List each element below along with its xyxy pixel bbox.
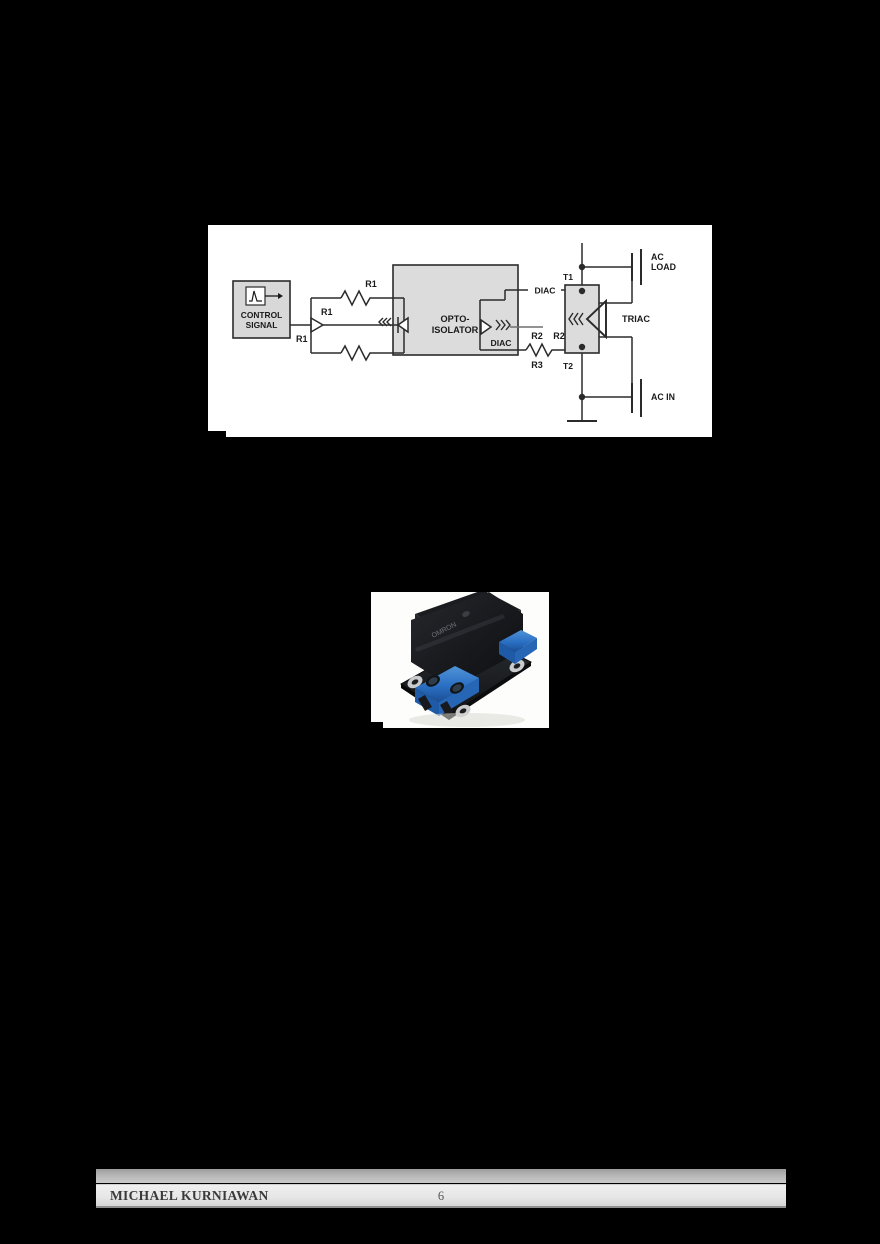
circuit-diagram-canvas: CONTROL SIGNAL R1 R1 R1 OPTO- ISOLATOR [208, 243, 712, 447]
terminal-block-front-top [415, 666, 479, 702]
opto-isolator-label-line2: ISOLATOR [432, 325, 479, 335]
label-r1-mid: R1 [321, 307, 333, 317]
pcb-edge-front [449, 662, 531, 720]
photo-diac-triangle-icon [480, 318, 493, 336]
resistor-r1-top-symbol [340, 289, 374, 307]
label-ac-in: AC IN [651, 392, 675, 402]
label-diac-lower: DIAC [490, 338, 511, 348]
photo-diac-emission-icon [495, 319, 511, 331]
figure-bottom-strip [208, 437, 712, 447]
label-ac-load-line1: AC [651, 252, 664, 262]
mounting-hole-front-bore [459, 708, 467, 714]
footer-bar [96, 1184, 786, 1208]
mounting-hole-right-bore [513, 663, 521, 669]
triac-label: TRIAC [622, 314, 650, 324]
resistor-r1-bottom-symbol [340, 344, 374, 362]
relay-highlight-streak [415, 614, 505, 652]
pulse-waveform-icon [249, 290, 262, 302]
opto-led-emission-icon [378, 317, 392, 327]
opto-led-triangle-icon [396, 316, 409, 334]
relay-body [411, 592, 523, 688]
ssr-module-photo-canvas: OMRON [371, 592, 549, 735]
label-r1-top: R1 [365, 279, 377, 289]
terminal-pin-slot-2 [440, 700, 454, 718]
ssr-module-photo: OMRON [371, 592, 549, 735]
footer-page-number: 6 [437, 1189, 445, 1203]
page-footer: MICHAEL KURNIAWAN 6 [96, 1169, 786, 1209]
opto-isolator-label-line1: OPTO- [441, 314, 470, 324]
label-t2: T2 [563, 361, 573, 371]
driver-triangle-icon [310, 316, 325, 334]
triac-block [564, 284, 600, 354]
terminal-screw-1 [428, 677, 438, 685]
figure-bottom-left-mark [208, 431, 226, 447]
opto-isolator-block [392, 264, 519, 356]
mounting-hole-left-bore [411, 679, 419, 685]
junction-dot-t2-lower [578, 393, 586, 401]
junction-dot-t2-inner [578, 343, 586, 351]
control-signal-label-line1: CONTROL [241, 310, 282, 320]
label-ac-load-line2: LOAD [651, 262, 676, 272]
signal-arrow-head [278, 293, 283, 299]
label-r2-right: R2 [553, 331, 565, 341]
photo-bottom-left-mark [371, 722, 383, 735]
junction-dot-t1-upper [578, 263, 586, 271]
label-r2-left: R2 [531, 331, 543, 341]
terminal-block-rear-top [499, 630, 537, 652]
label-r1-bottom: R1 [296, 334, 308, 344]
footer-top-band [96, 1169, 786, 1183]
triac-lower-triangle [585, 298, 607, 340]
board-shadow [409, 713, 525, 727]
resistor-r2-r3-symbol [525, 342, 556, 358]
terminal-block-rear-left [499, 642, 515, 664]
terminal-screw-2 [452, 684, 462, 692]
terminal-block-rear-right [515, 638, 537, 664]
junction-dot-t1-inner [578, 287, 586, 295]
schematic-figure: CONTROL SIGNAL R1 R1 R1 OPTO- ISOLATOR [208, 225, 712, 447]
triac-emission-icon [568, 312, 584, 326]
control-signal-label-line2: SIGNAL [246, 320, 278, 330]
footer-author-name: MICHAEL KURNIAWAN [110, 1188, 269, 1203]
photo-bottom-strip [371, 728, 549, 735]
label-diac-upper: DIAC [534, 286, 555, 296]
label-r3: R3 [531, 360, 543, 370]
relay-top-dimple [462, 611, 470, 617]
label-t1: T1 [563, 272, 573, 282]
terminal-pin-slot-1 [418, 694, 432, 712]
